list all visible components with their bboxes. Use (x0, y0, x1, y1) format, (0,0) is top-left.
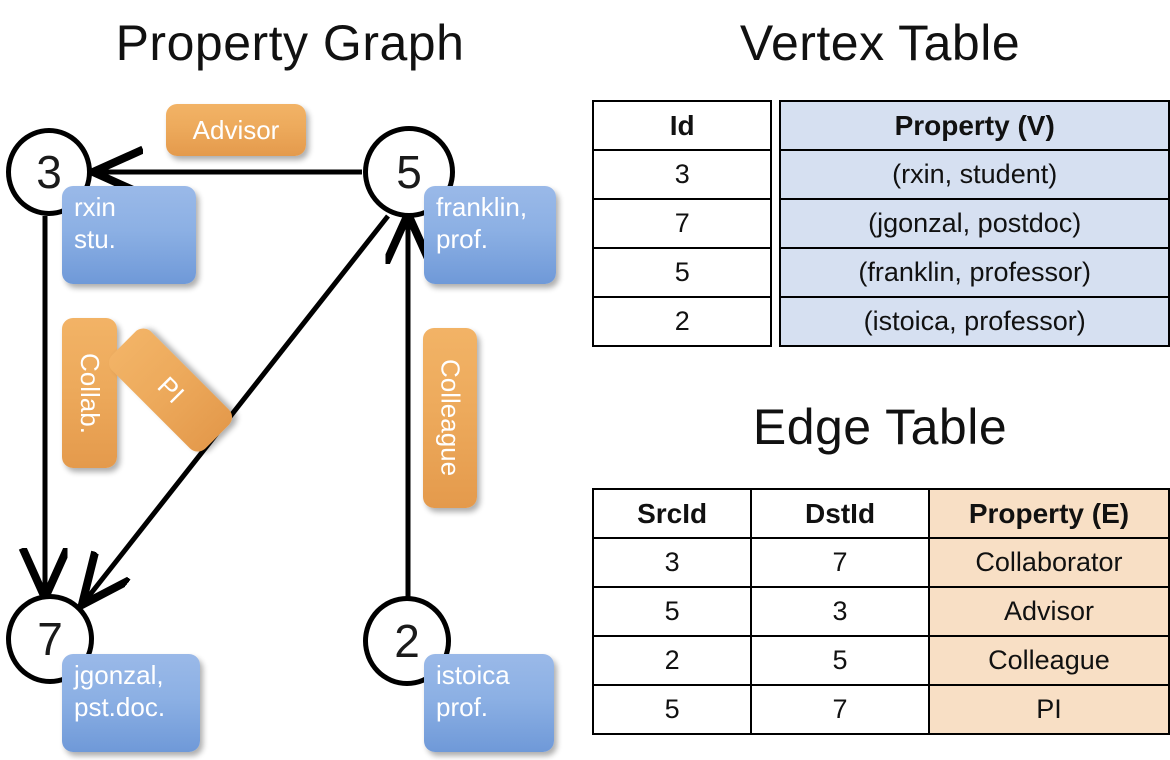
node-5-role: prof. (436, 223, 489, 254)
table-row: (jgonzal, postdoc) (779, 198, 1170, 249)
edge-header-dstid: DstId (750, 488, 930, 539)
node-property-label-rxin: rxin stu. (62, 186, 196, 284)
edge-5-to-7 (85, 214, 390, 601)
table-row: (rxin, student) (779, 149, 1170, 200)
edge-cell-srcid: 5 (591, 586, 753, 637)
node-5-name: franklin, (436, 192, 528, 222)
node-7-role: pst.doc. (74, 691, 166, 722)
table-row: 3 7 Collaborator (591, 537, 1170, 588)
edge-cell-property: Colleague (927, 635, 1170, 686)
edge-header-srcid: SrcId (591, 488, 753, 539)
edge-label-colleague: Colleague (423, 328, 477, 508)
table-row: (franklin, professor) (779, 247, 1170, 298)
page-title-edge-table: Edge Table (752, 399, 1008, 455)
table-row: 3 (591, 149, 773, 200)
table-header-row: SrcId DstId Property (E) (591, 488, 1170, 539)
graph-node-2-label: 2 (394, 615, 420, 667)
edge-cell-srcid: 2 (591, 635, 753, 686)
edge-cell-srcid: 5 (591, 684, 753, 735)
node-property-label-istoica: istoica prof. (424, 654, 554, 752)
node-2-name: istoica (436, 660, 510, 690)
node-property-label-jgonzal: jgonzal, pst.doc. (62, 654, 200, 752)
vertex-table-id-column: Id 3 7 5 2 (591, 100, 773, 347)
edge-table-grid: SrcId DstId Property (E) 3 7 Collaborato… (591, 488, 1170, 735)
page-title-property-graph: Property Graph (115, 15, 465, 71)
graph-node-3[interactable]: 3 (6, 128, 92, 216)
vertex-table-property-column: Property (V) (rxin, student) (jgonzal, p… (779, 100, 1170, 347)
vertex-cell-id: 7 (591, 198, 773, 249)
vertex-cell-id: 5 (591, 247, 773, 298)
edge-label-advisor-text: Advisor (192, 114, 280, 145)
graph-node-5[interactable]: 5 (363, 126, 455, 218)
node-3-name: rxin (74, 192, 116, 222)
node-2-role: prof. (436, 691, 489, 722)
node-property-label-franklin: franklin, prof. (424, 186, 556, 284)
edge-cell-dstid: 7 (750, 684, 930, 735)
table-row: 2 5 Colleague (591, 635, 1170, 686)
table-row: 5 7 PI (591, 684, 1170, 735)
table-row: 5 (591, 247, 773, 298)
edge-cell-srcid: 3 (591, 537, 753, 588)
table-row: (istoica, professor) (779, 296, 1170, 347)
edge-label-advisor: Advisor (166, 104, 306, 156)
table-column-gap (772, 100, 779, 347)
table-header-row: Property (V) (779, 100, 1170, 151)
vertex-cell-id: 3 (591, 149, 773, 200)
graph-node-5-label: 5 (396, 146, 422, 198)
edge-label-collab: Collab. (62, 318, 117, 468)
edge-label-colleague-text: Colleague (435, 359, 466, 477)
vertex-header-property: Property (V) (779, 100, 1170, 151)
page-title-vertex-table: Vertex Table (739, 15, 1021, 71)
edge-cell-dstid: 7 (750, 537, 930, 588)
vertex-cell-property: (jgonzal, postdoc) (779, 198, 1170, 249)
edge-cell-dstid: 3 (750, 586, 930, 637)
vertex-cell-id: 2 (591, 296, 773, 347)
node-3-role: stu. (74, 223, 116, 254)
vertex-cell-property: (franklin, professor) (779, 247, 1170, 298)
table-header-row: Id (591, 100, 773, 151)
graph-node-7-label: 7 (37, 613, 63, 665)
graph-node-3-label: 3 (36, 146, 62, 198)
edge-label-collab-text: Collab. (75, 352, 105, 434)
edge-cell-dstid: 5 (750, 635, 930, 686)
edge-cell-property: Advisor (927, 586, 1170, 637)
table-row: 7 (591, 198, 773, 249)
graph-edges-svg (0, 88, 580, 643)
edge-label-pi-text: PI (151, 370, 191, 409)
vertex-cell-property: (istoica, professor) (779, 296, 1170, 347)
edge-header-property: Property (E) (927, 488, 1170, 539)
vertex-table: Id 3 7 5 2 Property (V) (rxin, student) … (591, 100, 1170, 347)
table-row: 5 3 Advisor (591, 586, 1170, 637)
edge-table: SrcId DstId Property (E) 3 7 Collaborato… (591, 488, 1170, 735)
property-graph-diagram: 3 5 7 2 rxin stu. franklin, prof. jgonza… (0, 88, 580, 760)
node-7-name: jgonzal, (74, 660, 164, 690)
vertex-cell-property: (rxin, student) (779, 149, 1170, 200)
edge-cell-property: Collaborator (927, 537, 1170, 588)
table-row: 2 (591, 296, 773, 347)
edge-cell-property: PI (927, 684, 1170, 735)
vertex-header-id: Id (591, 100, 773, 151)
